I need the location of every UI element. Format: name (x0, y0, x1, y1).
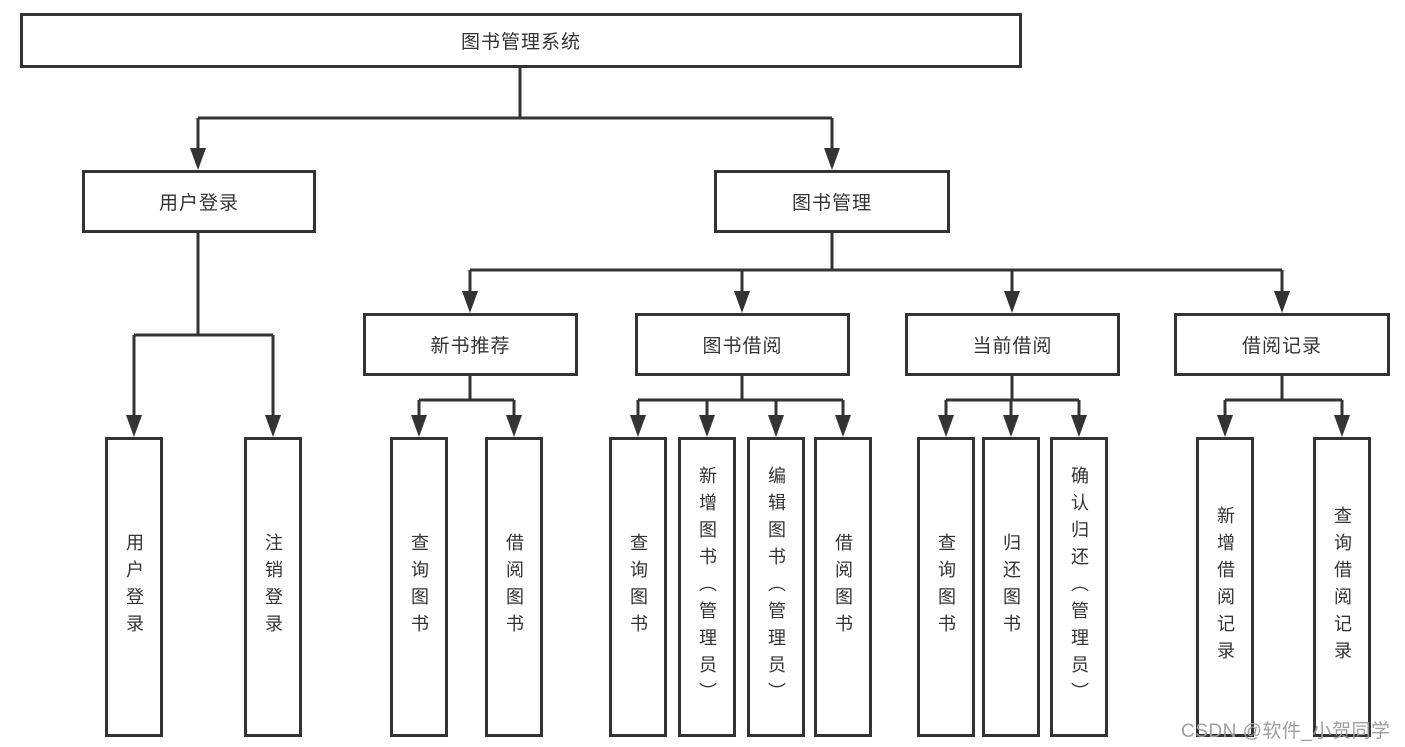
csdn-watermark: CSDN @软件_小贺同学 (1181, 721, 1391, 742)
node-label: 新增图书（管理员） (697, 465, 717, 709)
arrow-to-book-borrowing (734, 291, 750, 313)
arrow-to-logout-action (265, 415, 281, 437)
arrow-to-current-query-books (938, 415, 954, 437)
node-label: 查询图书 (628, 533, 648, 641)
edge-book-management-split (468, 233, 1284, 293)
node-label: 注销登录 (263, 533, 283, 641)
node-label: 新增借阅记录 (1215, 506, 1235, 668)
node-label: 编辑图书（管理员） (766, 465, 786, 709)
node-user-login-action: 用户登录 (105, 437, 163, 737)
node-add-borrow-record: 新增借阅记录 (1196, 437, 1254, 737)
arrow-to-add-books-admin (699, 415, 715, 437)
arrow-to-query-borrow-record (1334, 415, 1350, 437)
node-label: 用户登录 (124, 533, 144, 641)
node-logout-action: 注销登录 (244, 437, 302, 737)
node-add-books-admin: 新增图书（管理员） (678, 437, 736, 737)
node-label: 查询借阅记录 (1332, 506, 1352, 668)
node-borrowing-query-books: 查询图书 (609, 437, 667, 737)
node-user-login: 用户登录 (82, 170, 316, 233)
node-recommend-query-books: 查询图书 (390, 437, 448, 737)
node-library-system: 图书管理系统 (20, 13, 1022, 68)
node-return-books: 归还图书 (982, 437, 1040, 737)
arrow-to-borrowing-borrow-books (835, 415, 851, 437)
node-label: 确认归还（管理员） (1069, 465, 1089, 709)
edge-user-login-split (132, 233, 275, 417)
node-label: 归还图书 (1001, 533, 1021, 641)
arrow-to-user-login-action (126, 415, 142, 437)
edge-recommendation-split (417, 376, 516, 417)
edge-current-borrowing-split (944, 376, 1081, 417)
arrow-to-confirm-return-admin (1071, 415, 1087, 437)
arrow-to-add-borrow-record (1217, 415, 1233, 437)
node-new-book-recommendation: 新书推荐 (363, 313, 578, 376)
node-query-borrow-record: 查询借阅记录 (1313, 437, 1371, 737)
edge-borrowing-split (636, 376, 845, 417)
arrow-to-new-book-recommendation (462, 291, 478, 313)
arrow-to-borrowing-records (1274, 291, 1290, 313)
node-label: 借阅图书 (504, 533, 524, 641)
edge-records-split (1223, 376, 1344, 417)
arrow-to-return-books (1003, 415, 1019, 437)
node-label: 查询图书 (409, 533, 429, 641)
arrow-to-edit-books-admin (768, 415, 784, 437)
arrow-to-book-management (824, 148, 840, 170)
node-book-management: 图书管理 (714, 170, 950, 233)
node-book-borrowing: 图书借阅 (635, 313, 850, 376)
arrow-to-user-login (190, 148, 206, 170)
node-label: 借阅图书 (833, 533, 853, 641)
arrow-to-current-borrowing (1004, 291, 1020, 313)
node-recommend-borrow-books: 借阅图书 (485, 437, 543, 737)
edge-root-to-level2 (196, 67, 834, 150)
node-current-borrowing: 当前借阅 (905, 313, 1120, 376)
node-borrowing-borrow-books: 借阅图书 (814, 437, 872, 737)
arrow-to-recommend-query-books (411, 415, 427, 437)
node-confirm-return-admin: 确认归还（管理员） (1050, 437, 1108, 737)
node-label: 查询图书 (936, 533, 956, 641)
arrow-to-recommend-borrow-books (506, 415, 522, 437)
node-borrowing-records: 借阅记录 (1174, 313, 1390, 376)
arrow-to-borrowing-query-books (630, 415, 646, 437)
node-current-query-books: 查询图书 (917, 437, 975, 737)
node-edit-books-admin: 编辑图书（管理员） (747, 437, 805, 737)
